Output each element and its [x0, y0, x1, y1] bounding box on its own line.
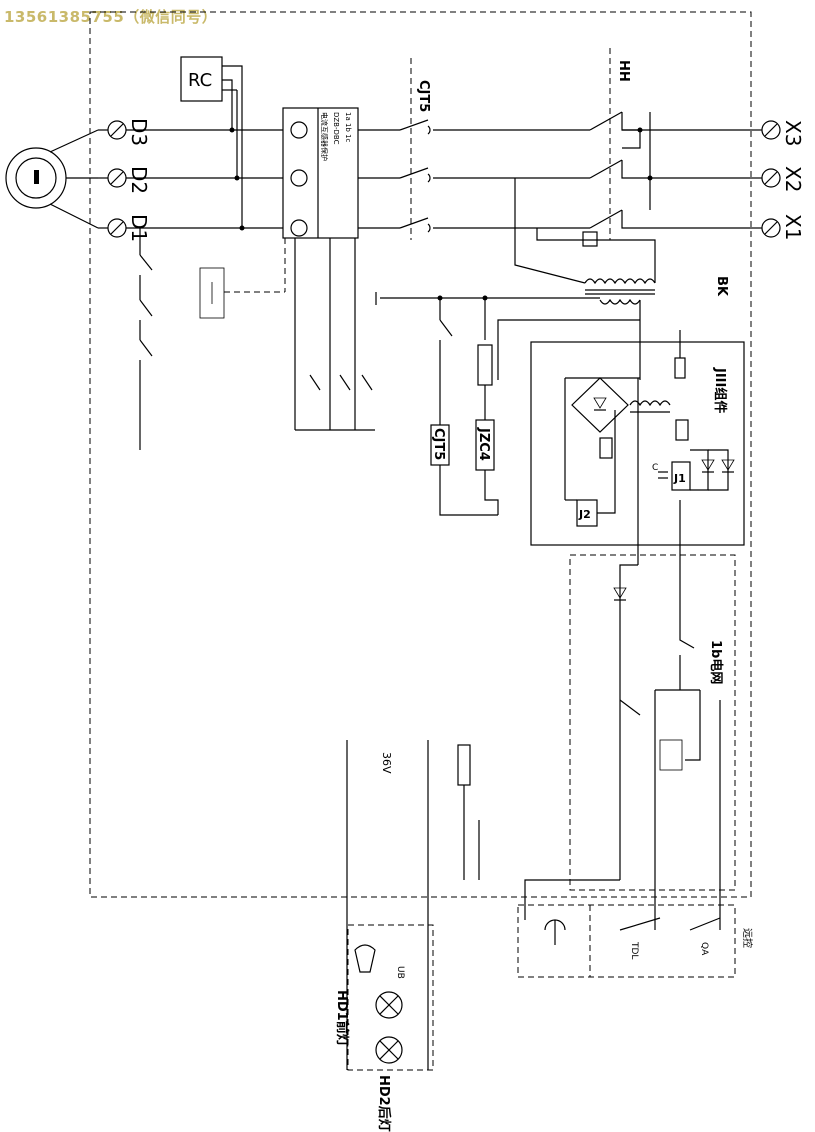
label-c: C: [652, 463, 658, 473]
label-x2: X2: [781, 166, 805, 192]
label-ub: UB: [395, 966, 405, 979]
label-cjt5-coil: CJT5: [431, 428, 446, 460]
label-hd1: HD1前灯: [334, 990, 350, 1047]
remote-module-box: [569, 554, 736, 891]
svg-text:1a 1b 1c: 1a 1b 1c: [344, 112, 352, 143]
label-d2: D2: [127, 166, 151, 194]
label-rc: RC: [188, 70, 212, 91]
terminal-symbol: [107, 120, 127, 140]
svg-text:HH: HH: [616, 60, 631, 82]
label-jiii-module: JIII组件: [712, 367, 728, 413]
bell-symbol: [354, 944, 376, 973]
label-x3: X3: [781, 120, 805, 146]
label-x1: X1: [781, 214, 805, 240]
svg-text:电流互感器保护: 电流互感器保护: [320, 112, 329, 161]
enclosure-border: [89, 11, 752, 898]
main-contacts: [399, 119, 431, 233]
transformer-symbol: [584, 278, 656, 305]
terminal-symbol: [107, 168, 127, 188]
label-d3: D3: [127, 118, 151, 146]
terminal-symbol: [761, 120, 781, 140]
label-cjt5-top: CJT5: [416, 80, 431, 112]
relay-j1: [671, 461, 691, 491]
label-relay-j1: J1: [673, 472, 686, 485]
label-qa: QA: [699, 942, 709, 956]
bridge-rectifier: [571, 377, 629, 433]
label-rx: 远控: [741, 928, 754, 948]
label-jzc4: JZC4: [476, 427, 491, 461]
label-relay-j2: J2: [578, 508, 591, 521]
rc-box: [180, 56, 223, 102]
diode-symbol: [613, 587, 627, 601]
label-tdl: TDL: [629, 941, 639, 959]
terminal-symbol: [107, 218, 127, 238]
label-36v: 36V: [380, 752, 393, 774]
ct-module: 电流互感器保护 DZB-DBC 1a 1b 1c: [282, 107, 359, 239]
label-remote: 1b电网: [708, 640, 724, 684]
terminal-symbol: [761, 168, 781, 188]
svg-text:BK: BK: [714, 276, 729, 297]
lamp-symbol: [375, 1036, 403, 1064]
remote-switches-box: [517, 904, 736, 978]
lamp-symbol: [375, 991, 403, 1019]
terminal-symbol: [761, 218, 781, 238]
motor-symbol: [5, 129, 99, 229]
input-terminals: [98, 120, 127, 238]
svg-text:DZB-DBC: DZB-DBC: [332, 112, 340, 145]
label-hd2: HD2后灯: [376, 1075, 392, 1132]
